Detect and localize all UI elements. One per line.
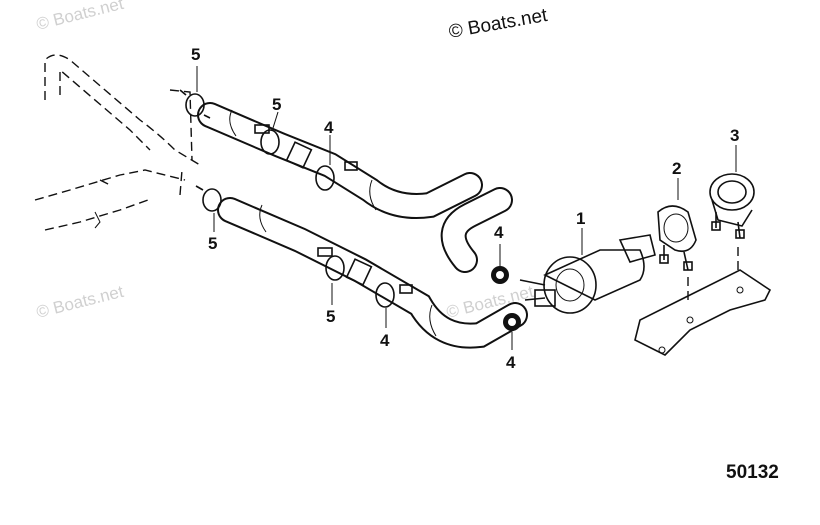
label-4-lower: 4: [380, 331, 390, 350]
lower-hose: [217, 197, 528, 349]
label-3-cover: 3: [730, 126, 739, 145]
pump-inlet-hose: [440, 187, 513, 273]
watermark-top-left: © Boats.net: [34, 0, 125, 34]
engine-frame-outline: [34, 54, 201, 231]
leader-lines: [196, 66, 737, 350]
label-5-lower-left: 5: [208, 234, 217, 253]
mounting-plate: [634, 245, 772, 356]
watermark-mid-left: © Boats.net: [34, 282, 125, 322]
watermark-top-center: © Boats.net: [447, 5, 549, 43]
label-4-pump-bottom: 4: [506, 353, 516, 372]
clamp-5-lower-left: [195, 185, 222, 212]
clamp-4-pump-bottom: [503, 313, 521, 331]
clamp-5-upper-mid: [254, 124, 280, 155]
clamp-4-lower: [375, 282, 413, 308]
pump-bracket: [657, 205, 697, 271]
clamp-4-upper: [315, 161, 358, 191]
clamp-5-upper-left: [179, 89, 211, 119]
label-1-pump: 1: [576, 209, 585, 228]
clamp-4-pump-top: [491, 266, 509, 284]
label-5-upper-mid: 5: [272, 95, 281, 114]
label-4-upper: 4: [324, 118, 334, 137]
clamp-5-lower-mid: [317, 247, 345, 281]
water-pump: [519, 234, 656, 314]
label-5-top: 5: [191, 45, 200, 64]
hose-connectors: [285, 141, 373, 286]
label-5-lower-mid: 5: [326, 307, 335, 326]
label-4-pump-top: 4: [494, 223, 504, 242]
pump-cover: [709, 173, 755, 239]
label-2-bracket: 2: [672, 159, 681, 178]
diagram-reference-number: 50132: [726, 462, 779, 483]
upper-hose: [197, 102, 483, 219]
